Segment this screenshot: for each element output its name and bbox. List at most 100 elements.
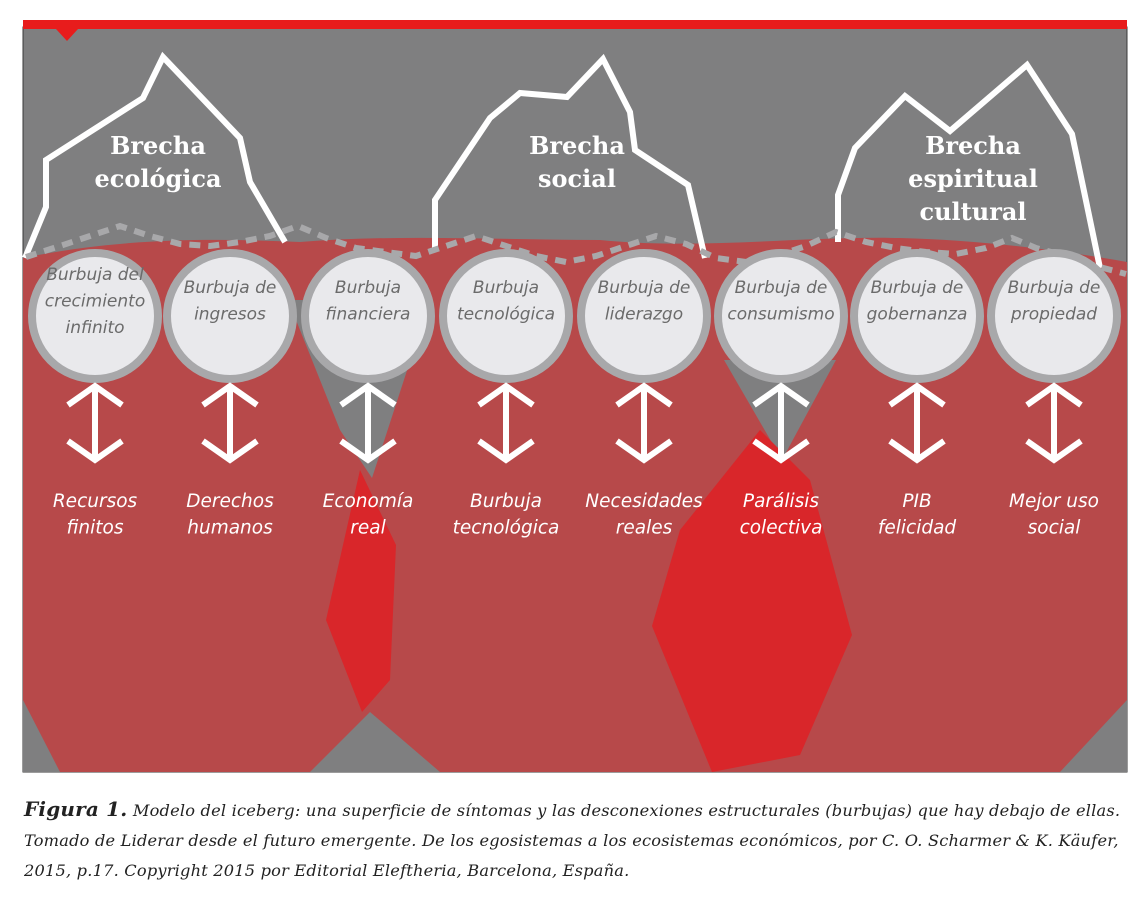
outcome-label-line: tecnológica (453, 518, 560, 539)
outcome-label-line: humanos (187, 518, 273, 539)
iceberg-outline-ecologica (22, 51, 288, 260)
bubble-label-line: Burbuja de (598, 278, 691, 298)
bubble: Burbuja de consumismo (714, 249, 848, 383)
outcome-label: Recursos finitos (53, 491, 138, 539)
bubble: Burbuja de gobernanza (850, 249, 984, 383)
bubble-label-line: tecnológica (457, 305, 555, 325)
bubble-circle (714, 249, 848, 383)
outcome-label-line: finitos (66, 518, 123, 539)
bubble-label-line: Burbuja (335, 278, 401, 298)
bubble: Burbuja de liderazgo (577, 249, 711, 383)
outcome-label: PIB felicidad (878, 491, 957, 539)
bubble-label-line: consumismo (727, 305, 834, 325)
bubble: Burbuja de ingresos (163, 249, 297, 383)
outcome-label-line: Derechos (186, 491, 274, 512)
bubble-label-line: ingresos (194, 305, 266, 325)
outcomes: Recursos finitos Derechos humanos Economía re… (53, 491, 1099, 539)
gap-title-line: ecológica (94, 164, 221, 193)
outcome-label-line: social (1028, 518, 1082, 539)
figure-caption: Figura 1. Modelo del iceberg: una superf… (24, 794, 1128, 886)
bubble-circle (439, 249, 573, 383)
paralisis-bright-shard (652, 430, 852, 772)
double-arrow-icon (888, 382, 946, 464)
outcome-label-line: Mejor uso (1009, 491, 1099, 512)
center-gray-wedge (310, 712, 440, 772)
outcome-label-line: Economía (323, 491, 414, 512)
gap-title-line: social (538, 164, 616, 193)
bubble-circle (28, 249, 162, 383)
arrows (66, 382, 1083, 464)
double-arrow-icon (66, 382, 124, 464)
iceberg-outline-espiritual (835, 60, 1103, 269)
outcome-label-line: felicidad (878, 518, 957, 539)
outcome-label: Parálisis colectiva (740, 491, 823, 539)
right-gray-wedge (1060, 700, 1127, 772)
outcome-label-line: Recursos (53, 491, 138, 512)
double-arrow-icon (752, 382, 810, 464)
gap-title-line: Brecha (925, 131, 1021, 160)
outcome-label-line: real (350, 518, 386, 539)
caption-text: Modelo del iceberg: una superficie de sí… (24, 801, 1121, 880)
bubble-label-line: Burbuja de (1008, 278, 1101, 298)
outcome-label: Economía real (323, 491, 414, 539)
gap-title-line: Brecha (529, 131, 625, 160)
gap-title: Brecha ecológica (94, 131, 221, 193)
bubble-label-line: gobernanza (867, 305, 968, 325)
bubble-circle (301, 249, 435, 383)
bubble-label-line: infinito (65, 318, 124, 338)
left-gray-wedge (23, 700, 60, 772)
deep-red-mass (23, 237, 1127, 772)
bubble-label-line: Burbuja de (184, 278, 277, 298)
gap-title-line: espiritual (908, 164, 1038, 193)
surface-line (25, 222, 1127, 277)
bubble-label: Burbuja de propiedad (1008, 278, 1101, 325)
outcome-label: Derechos humanos (186, 491, 274, 539)
bubble-label-line: financiera (326, 305, 411, 325)
outcome-label-line: PIB (902, 491, 931, 512)
bubble-label-line: Burbuja del (46, 265, 144, 285)
bubble: Burbuja de propiedad (987, 249, 1121, 383)
outcome-label-line: Burbuja (470, 491, 542, 512)
bubble-label-line: liderazgo (605, 305, 683, 325)
iceberg-outline-social (432, 53, 708, 259)
gap-title-line: cultural (919, 197, 1026, 226)
bubble-label: Burbuja de consumismo (727, 278, 834, 325)
bubble-circle (987, 249, 1121, 383)
outcome-label-line: Necesidades (585, 491, 703, 512)
bubble-label-line: Burbuja de (871, 278, 964, 298)
bubble-label: Burbuja financiera (326, 278, 411, 325)
gap-titles: Brecha ecológica Brecha social Brecha espirit… (94, 131, 1037, 226)
iceberg-figure: Brecha ecológica Brecha social Brecha espirit… (22, 20, 1128, 773)
bubble-circle (577, 249, 711, 383)
bubble-label-line: Burbuja de (735, 278, 828, 298)
background-layer (22, 20, 1128, 773)
bubble-circle (850, 249, 984, 383)
bubble-label: Burbuja de gobernanza (867, 278, 968, 325)
gap-title-line: Brecha (110, 131, 206, 160)
double-arrow-icon (201, 382, 259, 464)
gap-title: Brecha social (529, 131, 625, 193)
top-red-bar (23, 20, 1127, 41)
double-arrow-icon (1025, 382, 1083, 464)
bubble-label: Burbuja de ingresos (184, 278, 277, 325)
iceberg-outlines (22, 51, 1127, 277)
outcome-label-line: Parálisis (743, 491, 819, 512)
bubble: Burbuja financiera (301, 249, 435, 383)
double-arrow-icon (477, 382, 535, 464)
outcome-label-line: reales (616, 518, 673, 539)
outcome-label: Mejor uso social (1009, 491, 1099, 539)
double-arrow-icon (339, 382, 397, 464)
double-arrow-icon (615, 382, 673, 464)
outcome-label: Necesidades reales (585, 491, 703, 539)
bubble-label: Burbuja de liderazgo (598, 278, 691, 325)
outcome-label: Burbuja tecnológica (453, 491, 560, 539)
bubble-label-line: propiedad (1010, 305, 1097, 325)
outcome-label-line: colectiva (740, 518, 823, 539)
bubble-circle (163, 249, 297, 383)
gap-title: Brecha espiritual cultural (908, 131, 1038, 226)
